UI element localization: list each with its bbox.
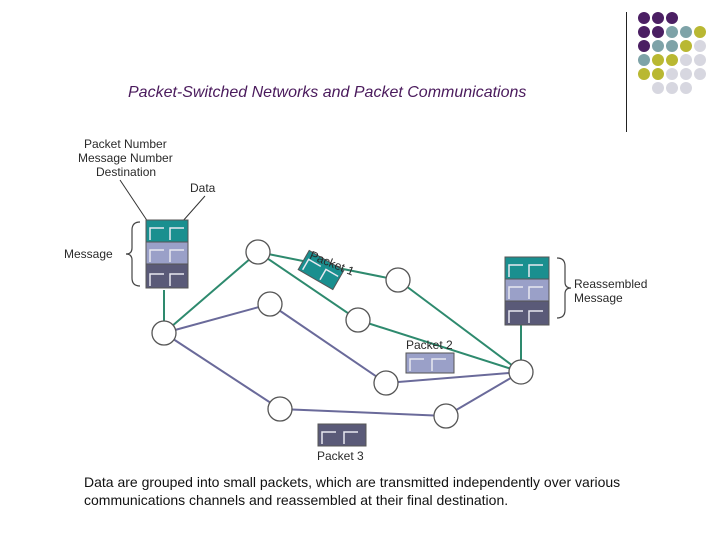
packet-3-label: Packet 3 bbox=[317, 449, 364, 463]
decor-dot bbox=[694, 40, 706, 52]
decor-dot bbox=[694, 54, 706, 66]
decor-dot bbox=[652, 40, 664, 52]
router-node-a bbox=[245, 239, 271, 265]
decor-dot bbox=[680, 54, 692, 66]
message-label: Message bbox=[64, 247, 113, 261]
decor-dot bbox=[666, 68, 678, 80]
decor-dot bbox=[666, 82, 678, 94]
slide-title: Packet-Switched Networks and Packet Comm… bbox=[128, 84, 527, 101]
packet-1-block bbox=[297, 249, 345, 291]
decor-dot bbox=[638, 26, 650, 38]
decor-dot bbox=[652, 68, 664, 80]
decor-dot bbox=[694, 26, 706, 38]
decor-dot bbox=[680, 40, 692, 52]
data-pointer-line bbox=[181, 195, 206, 223]
route-3-link bbox=[163, 332, 522, 418]
router-node-b bbox=[385, 267, 411, 293]
router-node-g bbox=[433, 403, 459, 429]
destination-node bbox=[508, 359, 534, 385]
decor-dot bbox=[680, 26, 692, 38]
packet-3-block bbox=[317, 423, 367, 447]
decor-dot bbox=[652, 82, 664, 94]
source-node bbox=[151, 320, 177, 346]
decor-dot bbox=[638, 40, 650, 52]
decor-dot bbox=[666, 54, 678, 66]
packet-number-label: Packet Number bbox=[84, 137, 167, 151]
decor-dot bbox=[666, 26, 678, 38]
message-number-label: Message Number bbox=[78, 151, 173, 165]
decor-dot bbox=[680, 82, 692, 94]
decor-dot bbox=[652, 26, 664, 38]
decor-dot bbox=[652, 12, 664, 24]
reassembled-message-label: Message bbox=[574, 291, 623, 305]
router-node-d bbox=[257, 291, 283, 317]
decor-dot bbox=[680, 68, 692, 80]
packet-2-label: Packet 2 bbox=[406, 338, 453, 352]
router-node-c bbox=[345, 307, 371, 333]
message-brace bbox=[125, 221, 141, 287]
data-label: Data bbox=[190, 181, 216, 195]
packet-2-block bbox=[405, 352, 455, 374]
source-message-stack bbox=[145, 219, 189, 289]
decor-dot bbox=[666, 12, 678, 24]
reassembled-label: Reassembled bbox=[574, 277, 648, 291]
slide-caption: Data are grouped into small packets, whi… bbox=[84, 474, 621, 508]
route-2-link bbox=[163, 302, 522, 385]
decor-dot bbox=[638, 12, 650, 24]
title-divider-line bbox=[626, 12, 627, 132]
decor-dot bbox=[638, 54, 650, 66]
decor-dot bbox=[652, 54, 664, 66]
reassembled-brace bbox=[556, 257, 572, 319]
decor-dot bbox=[694, 68, 706, 80]
route-1b-link bbox=[257, 251, 522, 373]
decor-dot bbox=[666, 40, 678, 52]
router-node-f bbox=[267, 396, 293, 422]
router-node-e bbox=[373, 370, 399, 396]
destination-label: Destination bbox=[96, 165, 157, 179]
decor-dot bbox=[638, 68, 650, 80]
reassembled-message-stack bbox=[504, 256, 550, 326]
header-pointer-line bbox=[119, 179, 149, 223]
